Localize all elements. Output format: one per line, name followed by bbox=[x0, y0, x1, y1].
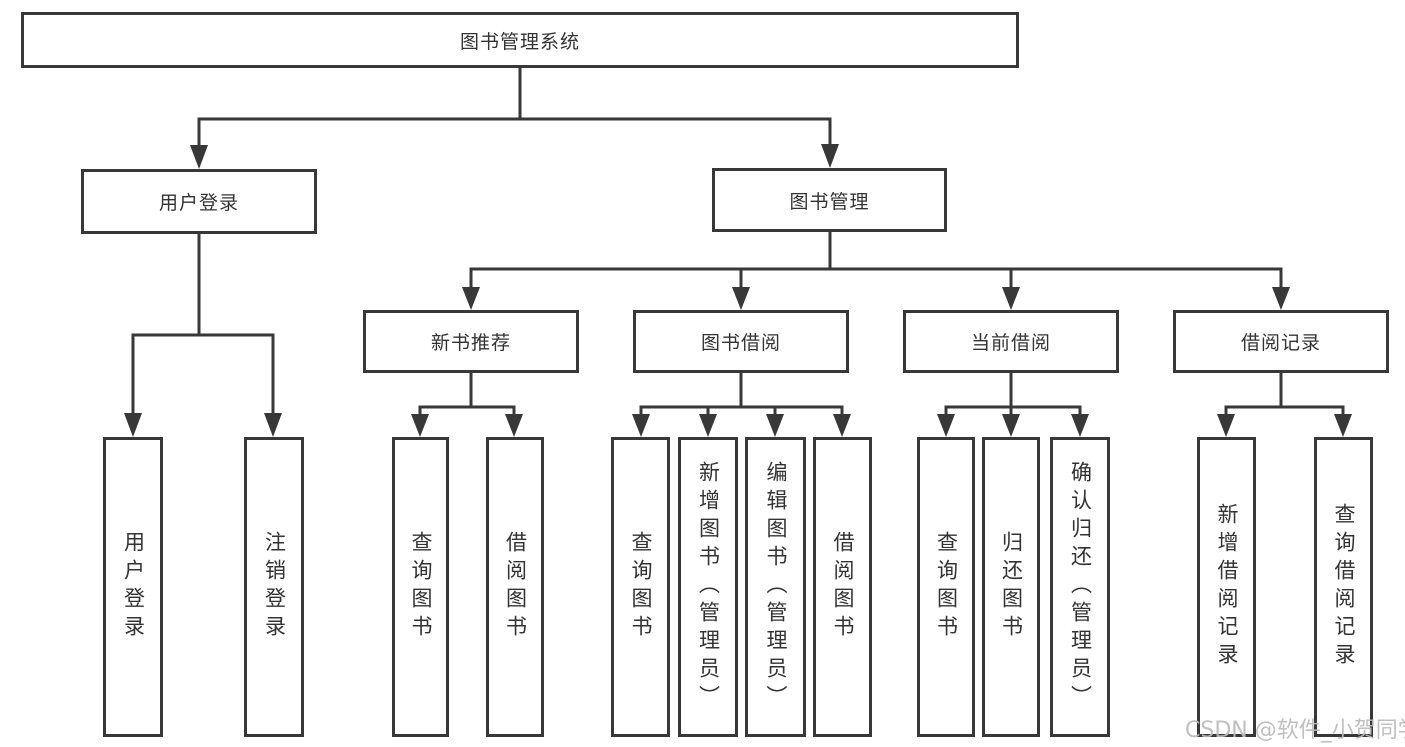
leaf-current-query-books-label: 查询图书 bbox=[934, 531, 959, 643]
leaf-current-return-books-label: 归还图书 bbox=[999, 531, 1024, 643]
leaf-user-login-label: 用户登录 bbox=[121, 531, 146, 643]
node-book-borrow-label: 图书借阅 bbox=[700, 332, 781, 354]
leaf-borrow-edit-books-admin: 编辑图书（管理员） bbox=[745, 437, 806, 737]
leaf-records-add-record-label: 新增借阅记录 bbox=[1215, 503, 1239, 671]
node-new-book-recommend-label: 新书推荐 bbox=[430, 332, 511, 354]
node-book-borrow: 图书借阅 bbox=[633, 310, 849, 373]
leaf-records-query-record-label: 查询借阅记录 bbox=[1332, 503, 1356, 671]
node-borrow-records: 借阅记录 bbox=[1173, 310, 1389, 373]
node-book-management: 图书管理 bbox=[712, 168, 947, 232]
node-root-label: 图书管理系统 bbox=[459, 30, 580, 53]
node-root-system: 图书管理系统 bbox=[21, 12, 1019, 68]
leaf-current-query-books: 查询图书 bbox=[917, 437, 975, 737]
node-user-login-label: 用户登录 bbox=[158, 192, 239, 214]
node-current-borrow: 当前借阅 bbox=[903, 310, 1119, 373]
node-new-book-recommend: 新书推荐 bbox=[363, 310, 579, 373]
leaf-recommend-query-books: 查询图书 bbox=[392, 437, 449, 737]
leaf-records-add-record: 新增借阅记录 bbox=[1197, 437, 1256, 737]
leaf-borrow-add-books-admin: 新增图书（管理员） bbox=[678, 437, 738, 737]
leaf-borrow-borrow-books-label: 借阅图书 bbox=[831, 531, 855, 643]
leaf-current-confirm-return-admin: 确认归还（管理员） bbox=[1050, 437, 1110, 737]
leaf-borrow-query-books: 查询图书 bbox=[611, 437, 670, 737]
leaf-current-return-books: 归还图书 bbox=[982, 437, 1040, 737]
leaf-records-query-record: 查询借阅记录 bbox=[1314, 437, 1373, 737]
leaf-borrow-borrow-books: 借阅图书 bbox=[813, 437, 872, 737]
leaf-recommend-query-books-label: 查询图书 bbox=[409, 531, 433, 643]
leaf-borrow-edit-books-admin-label: 编辑图书（管理员） bbox=[764, 461, 788, 713]
leaf-recommend-borrow-books: 借阅图书 bbox=[486, 437, 544, 737]
leaf-borrow-query-books-label: 查询图书 bbox=[629, 531, 653, 643]
node-user-login: 用户登录 bbox=[81, 169, 317, 234]
node-current-borrow-label: 当前借阅 bbox=[970, 332, 1051, 354]
leaf-logout: 注销登录 bbox=[244, 437, 304, 737]
node-book-management-label: 图书管理 bbox=[789, 190, 870, 213]
leaf-user-login: 用户登录 bbox=[103, 437, 163, 737]
csdn-watermark: CSDN @软件_小贺同学 bbox=[1185, 718, 1405, 743]
leaf-current-confirm-return-admin-label: 确认归还（管理员） bbox=[1068, 461, 1093, 713]
leaf-recommend-borrow-books-label: 借阅图书 bbox=[503, 531, 528, 643]
leaf-logout-label: 注销登录 bbox=[262, 531, 287, 643]
node-borrow-records-label: 借阅记录 bbox=[1240, 332, 1321, 354]
leaf-borrow-add-books-admin-label: 新增图书（管理员） bbox=[696, 461, 721, 713]
